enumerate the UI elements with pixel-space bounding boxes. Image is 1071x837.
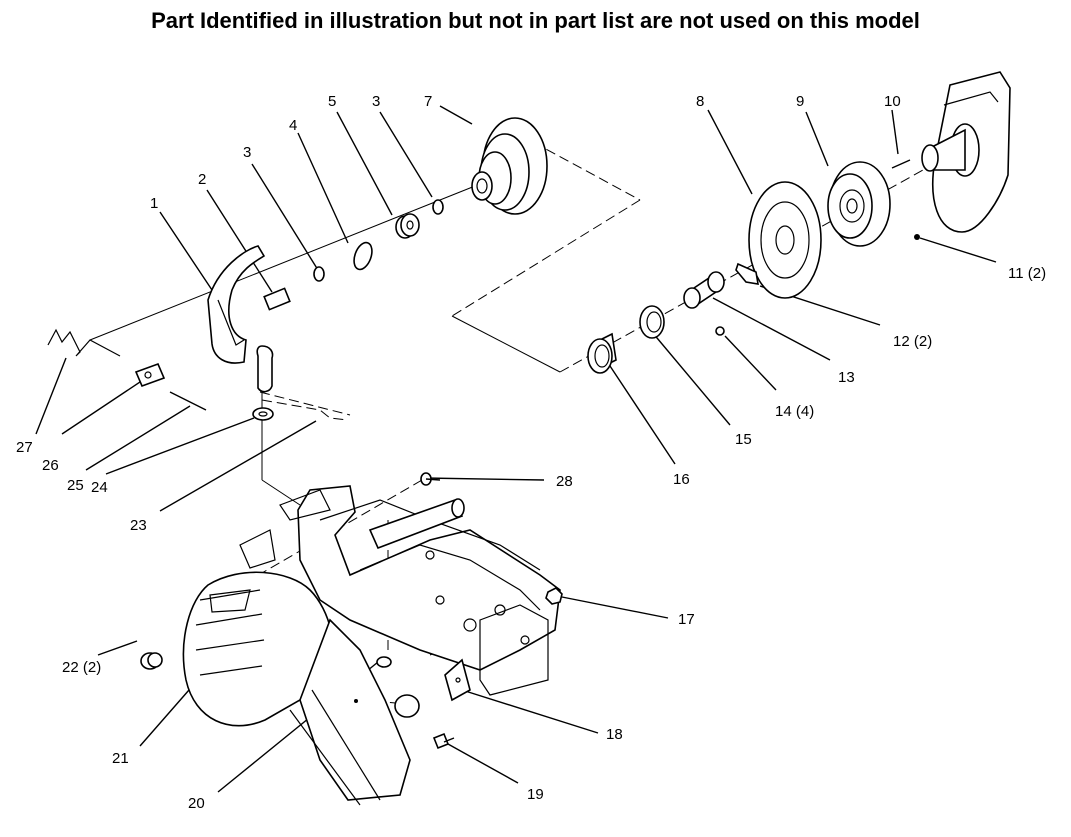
part-spring-27 (47, 328, 121, 357)
callout-11: 11 (2) (1008, 265, 1046, 282)
diagram-title: Part Identified in illustration but not … (151, 8, 920, 33)
part-bushing-2 (263, 287, 291, 311)
part-bracket-18 (444, 658, 471, 702)
callout-3b: 3 (372, 93, 380, 110)
callout-16: 16 (673, 471, 690, 488)
callout-2: 2 (198, 171, 206, 188)
callout-14: 14 (4) (775, 403, 814, 420)
callout-3a: 3 (243, 144, 251, 161)
part-bracket-26 (134, 362, 166, 388)
part-disc-8 (748, 181, 822, 299)
callout-4: 4 (289, 117, 297, 134)
part-bolt-28 (420, 472, 441, 486)
part-retaining-ring-4 (353, 241, 373, 271)
callout-13: 13 (838, 369, 855, 386)
part-housing-10 (891, 71, 1011, 233)
part-nut-17 (545, 587, 563, 605)
part-clip-3a (313, 266, 325, 282)
part-rod-25 (169, 391, 207, 411)
callout-17: 17 (678, 611, 695, 628)
callout-1: 1 (150, 195, 158, 212)
callout-26: 26 (42, 457, 59, 474)
part-bearing-16 (587, 332, 617, 374)
part-pulley-9 (827, 161, 891, 247)
part-washer-24 (252, 407, 274, 421)
part-auger-shaft (368, 498, 465, 550)
callout-5: 5 (328, 93, 336, 110)
callout-28: 28 (556, 473, 573, 490)
part-clip-12 (735, 262, 759, 285)
callout-15: 15 (735, 431, 752, 448)
callout-labels: 1 2 3 4 5 3 7 8 9 10 11 (2) 12 (2) 13 14… (16, 93, 1046, 812)
callout-20: 20 (188, 795, 205, 812)
part-deflector-handle (207, 245, 274, 393)
callout-21: 21 (112, 750, 129, 767)
callout-24: 24 (91, 479, 108, 496)
part-pulley-7 (471, 117, 548, 215)
callout-19: 19 (527, 786, 544, 803)
part-knob-lower (354, 694, 420, 718)
part-bolt-19 (432, 732, 455, 750)
callout-7: 7 (424, 93, 432, 110)
part-clip-3b (432, 199, 444, 215)
callout-18: 18 (606, 726, 623, 743)
callout-23: 23 (130, 517, 147, 534)
callout-22: 22 (2) (62, 659, 101, 676)
callout-8: 8 (696, 93, 704, 110)
callout-27: 27 (16, 439, 33, 456)
part-seal-15 (639, 305, 665, 339)
callout-9: 9 (796, 93, 804, 110)
part-screw-14 (715, 326, 725, 336)
callout-10: 10 (884, 93, 901, 110)
part-hub-13 (683, 271, 725, 309)
callout-25: 25 (67, 477, 84, 494)
callout-12: 12 (2) (893, 333, 932, 350)
leader-lines (35, 105, 997, 793)
part-plate-23 (261, 399, 349, 421)
part-knob-22 (140, 652, 163, 670)
part-screw-11 (914, 234, 920, 240)
part-discharge-chute-21 (182, 571, 411, 806)
part-washer-5 (395, 213, 420, 239)
part-washer-20 (376, 656, 392, 668)
